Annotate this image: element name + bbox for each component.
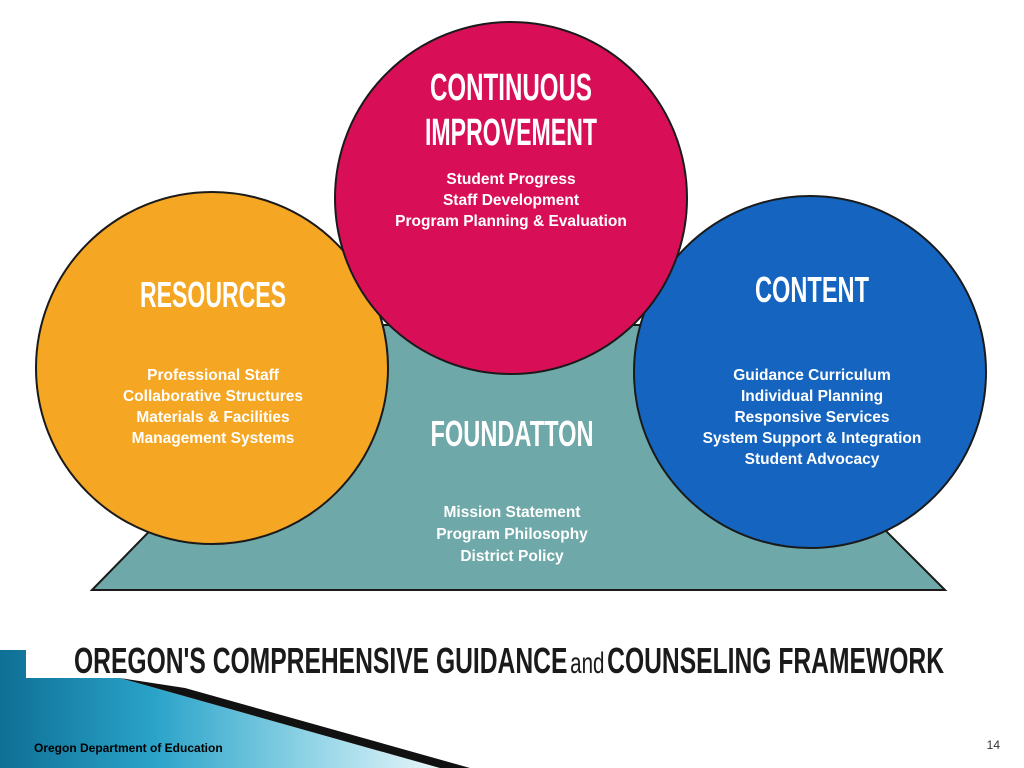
page-number: 14	[987, 738, 1001, 752]
continuous-improvement-circle	[334, 21, 688, 375]
foundation-item: Program Philosophy	[436, 526, 588, 543]
content-item: Responsive Services	[734, 409, 889, 426]
content-item: Guidance Curriculum	[733, 367, 891, 384]
framework-title-part2: COUNSELING FRAMEWORK	[607, 640, 944, 681]
content-circle	[633, 195, 987, 549]
continuous-improvement-heading-line2: IMPROVEMENT	[425, 112, 597, 154]
content-item: System Support & Integration	[703, 430, 922, 447]
footer-band-shadow	[120, 678, 470, 768]
resources-item: Materials & Facilities	[136, 409, 289, 426]
resources-heading: RESOURCES	[140, 274, 286, 315]
framework-title-part1: OREGON'S COMPREHENSIVE GUIDANCE	[74, 640, 567, 681]
resources-item: Professional Staff	[147, 367, 280, 384]
resources-circle	[35, 191, 389, 545]
framework-title-connector: and	[570, 647, 604, 680]
footer-organization: Oregon Department of Education	[34, 741, 223, 755]
continuous-improvement-item: Staff Development	[443, 192, 579, 209]
continuous-improvement-heading-line1: CONTINUOUS	[430, 67, 592, 109]
content-heading: CONTENT	[755, 269, 869, 310]
continuous-improvement-item: Student Progress	[446, 171, 575, 188]
framework-title: OREGON'S COMPREHENSIVE GUIDANCEandCOUNSE…	[74, 640, 944, 681]
resources-item: Management Systems	[132, 430, 295, 447]
content-item: Individual Planning	[741, 388, 883, 405]
foundation-item: District Policy	[460, 548, 564, 565]
foundation-item: Mission Statement	[444, 504, 581, 521]
foundation-heading: FOUNDATTON	[431, 413, 594, 454]
content-item: Student Advocacy	[745, 451, 880, 468]
resources-item: Collaborative Structures	[123, 388, 303, 405]
continuous-improvement-item: Program Planning & Evaluation	[395, 213, 627, 230]
footer-band	[0, 650, 440, 768]
